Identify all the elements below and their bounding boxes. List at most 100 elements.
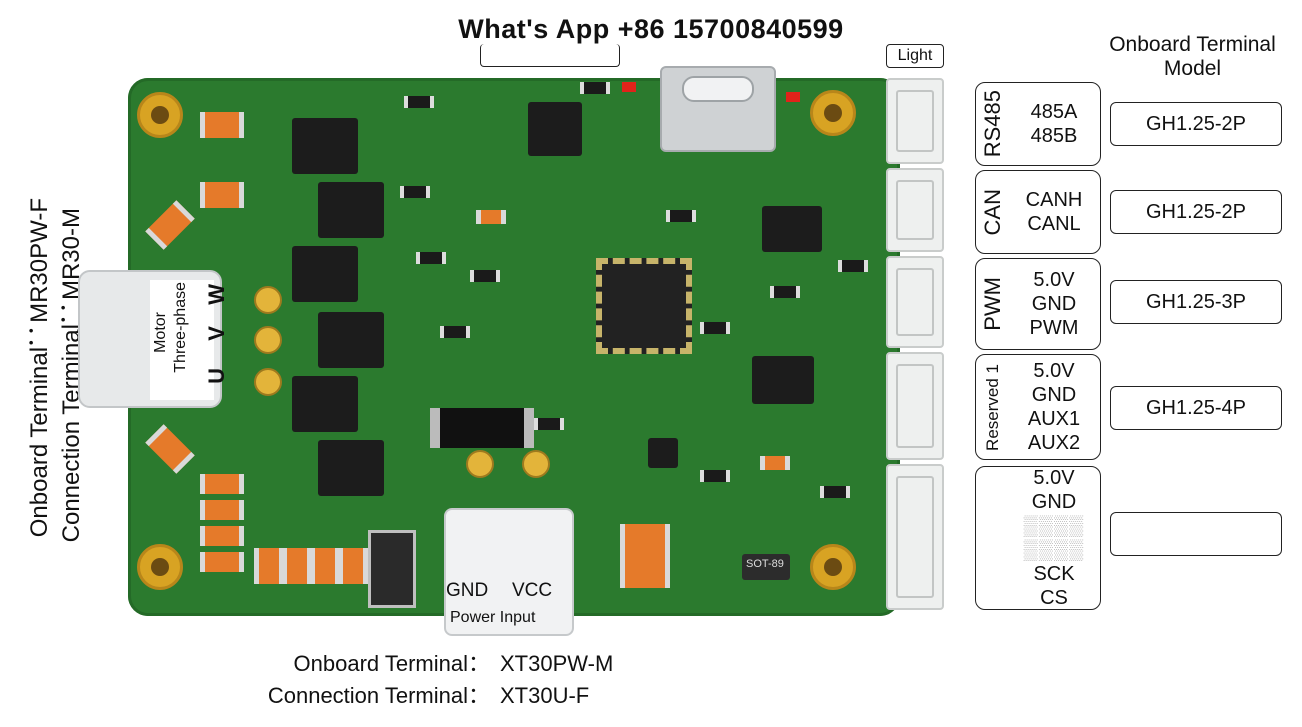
mounting-hole-bottom-right (810, 544, 856, 590)
phase-u-pad (254, 368, 282, 396)
pin-label: 5.0V (1033, 467, 1075, 489)
gh-connector-rs485 (886, 78, 944, 164)
model-can: GH1.25-2P (1110, 190, 1282, 234)
transceiver-chip (762, 206, 822, 252)
connector-group-reserved1: Reserved 1 5.0V GND AUX1 AUX2 (975, 354, 1101, 460)
capacitor (254, 548, 284, 584)
model-header-line2: Model (1163, 57, 1222, 80)
capacitor (200, 526, 244, 546)
resistor (404, 96, 434, 108)
phase-w-pad (254, 286, 282, 314)
mosfet-chip (292, 246, 358, 302)
led-label-left-box (480, 44, 620, 67)
connector-name: RS485 (980, 90, 1005, 158)
power-vcc-label: VCC (512, 580, 553, 601)
pin-label: GND (1031, 293, 1077, 315)
capacitor (200, 552, 244, 572)
connector-group-pwm: PWM 5.0V GND PWM (975, 258, 1101, 350)
motor-terminal-labels: Onboard Terminal：MR30PW-F Connection Ter… (14, 168, 85, 608)
driver-chip (528, 102, 582, 156)
capacitor (760, 456, 790, 470)
pin-label: SCK (1033, 563, 1075, 585)
resistor (666, 210, 696, 222)
mosfet-chip (292, 118, 358, 174)
power-gnd-label: GND (446, 580, 489, 601)
usb-c-port (660, 66, 776, 152)
capacitor (200, 112, 244, 138)
motor-title: Motor (152, 312, 169, 353)
resistor (700, 470, 730, 482)
resistor (820, 486, 850, 498)
model-header-line1: Onboard Terminal (1109, 33, 1276, 56)
gh-connector-spi (886, 464, 944, 610)
model-column-header: Onboard Terminal Model (1085, 33, 1300, 81)
power-onboard-terminal-value: XT30PW-M (500, 651, 614, 676)
resistor (700, 322, 730, 334)
transceiver-chip (752, 356, 814, 404)
mounting-hole-top-right (810, 90, 856, 136)
phase-u-label: U (204, 368, 229, 384)
power-terminal-labels: Onboard Terminal： XT30PW-M Connection Te… (230, 648, 613, 712)
capacitor (338, 548, 368, 584)
resistor (838, 260, 868, 272)
inductor (368, 530, 416, 608)
connector-group-spi: 5.0V GND ▒▒▒▒ ▒▒▒▒ SCK CS (975, 466, 1101, 610)
model-reserved1: GH1.25-4P (1110, 386, 1282, 430)
connector-name: CAN (980, 188, 1005, 236)
capacitor (310, 548, 340, 584)
pin-label: GND (1031, 491, 1077, 513)
power-connector-xt30 (444, 508, 574, 636)
motor-subtitle: Three-phase (172, 282, 189, 373)
resistor (580, 82, 610, 94)
power-onboard-terminal-key: Onboard Terminal： (293, 651, 490, 676)
sot89-label: SOT-89 (746, 558, 784, 570)
gnd-pad (466, 450, 494, 478)
phase-v-pad (254, 326, 282, 354)
power-connection-terminal-value: XT30U-F (500, 683, 590, 708)
electrolytic-capacitor (620, 524, 670, 588)
pin-label: 5.0V (1033, 360, 1075, 382)
phase-v-label: V (204, 326, 229, 341)
capacitor (476, 210, 506, 224)
gh-connector-pwm (886, 256, 944, 348)
microcontroller-chip (596, 258, 692, 354)
mosfet-chip (318, 312, 384, 368)
pin-label-obscured: ▒▒▒▒ (1023, 539, 1085, 561)
pin-label: 5.0V (1033, 269, 1075, 291)
status-led-right (786, 92, 800, 102)
power-diode (430, 408, 534, 448)
mosfet-chip (318, 182, 384, 238)
sot89-regulator: SOT-89 (742, 554, 790, 580)
resistor (440, 326, 470, 338)
capacitor (200, 500, 244, 520)
resistor (416, 252, 446, 264)
gh-connector-can (886, 168, 944, 252)
pin-label: 485A (1030, 101, 1078, 123)
pin-label-obscured: ▒▒▒▒ (1023, 515, 1085, 537)
mosfet-chip (292, 376, 358, 432)
motor-connector-label-area (150, 280, 214, 400)
power-input-label: Power Input (450, 609, 536, 626)
pin-label: CANH (1025, 189, 1083, 211)
motor-onboard-terminal-label: Onboard Terminal：MR30PW-F (26, 198, 53, 538)
vcc-pad (522, 450, 550, 478)
model-rs485: GH1.25-2P (1110, 102, 1282, 146)
phase-w-label: W (204, 284, 229, 305)
model-pwm: GH1.25-3P (1110, 280, 1282, 324)
resistor (400, 186, 430, 198)
resistor (534, 418, 564, 430)
mosfet-chip (318, 440, 384, 496)
capacitor (200, 182, 244, 208)
small-ic (648, 438, 678, 468)
resistor (470, 270, 500, 282)
mounting-hole-top-left (137, 92, 183, 138)
connector-name: PWM (980, 277, 1005, 331)
led-label-right: Light (886, 44, 944, 68)
pin-label: AUX1 (1027, 408, 1081, 430)
power-connection-terminal-key: Connection Terminal： (267, 683, 490, 708)
pin-label: CANL (1027, 213, 1081, 235)
contact-info: What's App +86 15700840599 (458, 14, 844, 44)
pin-label: 485B (1030, 125, 1078, 147)
connector-group-rs485: RS485 485A 485B (975, 82, 1101, 166)
pin-label: CS (1040, 587, 1068, 609)
